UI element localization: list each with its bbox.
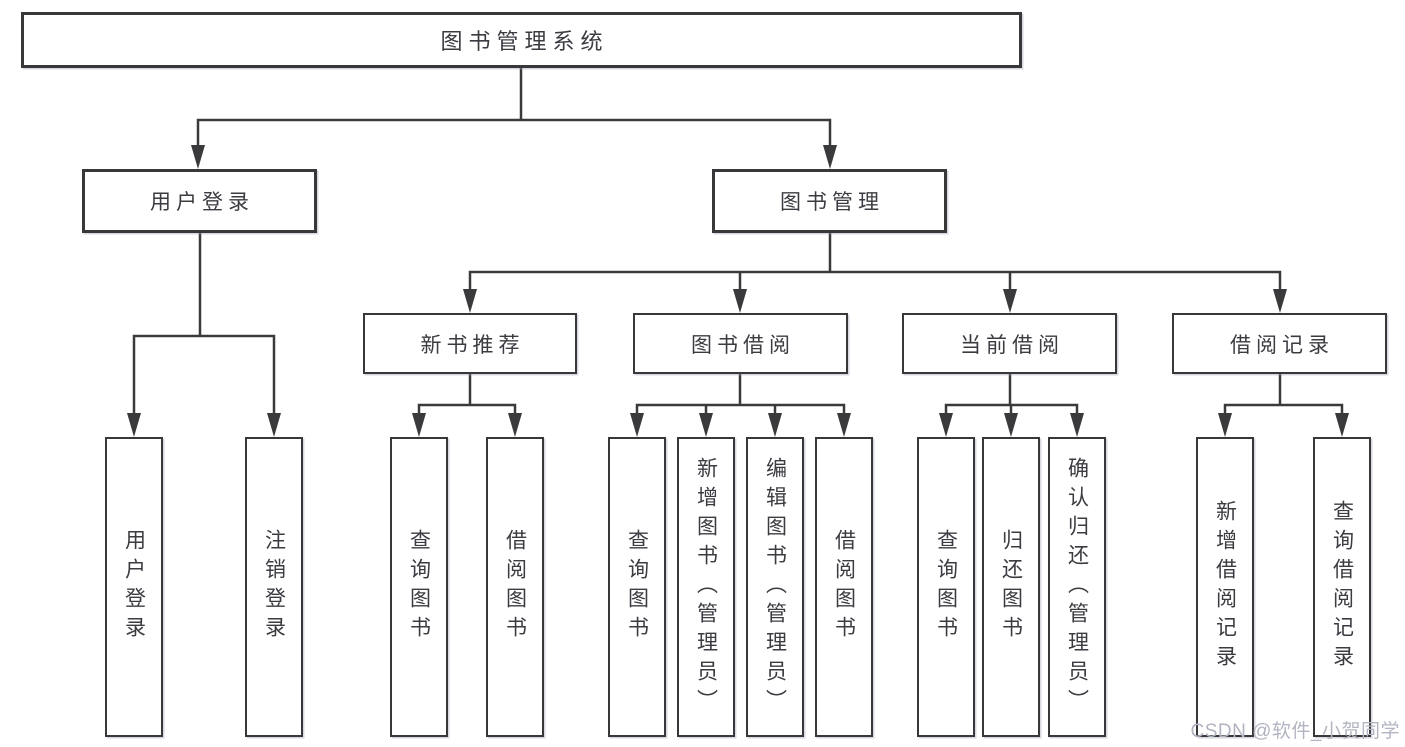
node-label: 查询借阅记录 bbox=[1330, 500, 1354, 674]
node-label: 新增图书（管理员） bbox=[694, 456, 718, 718]
leaf-add-borrow-record: 新增借阅记录 bbox=[1196, 437, 1254, 737]
node-root: 图书管理系统 bbox=[21, 12, 1022, 68]
node-label: 查询图书 bbox=[934, 529, 958, 645]
node-current-borrow: 当前借阅 bbox=[902, 313, 1117, 374]
node-label: 借阅图书 bbox=[503, 529, 527, 645]
connector-book-management-branch bbox=[468, 229, 1282, 296]
node-label: 当前借阅 bbox=[960, 333, 1064, 357]
node-new-book-recommend: 新书推荐 bbox=[363, 313, 577, 374]
node-label: 图书管理系统 bbox=[440, 29, 609, 54]
node-label: 编辑图书（管理员） bbox=[763, 456, 787, 718]
leaf-edit-books-admin: 编辑图书（管理员） bbox=[746, 437, 804, 737]
connector-records-branch bbox=[1223, 370, 1344, 420]
node-book-management: 图书管理 bbox=[712, 169, 947, 233]
node-label: 图书管理 bbox=[780, 191, 884, 214]
leaf-logout: 注销登录 bbox=[245, 437, 303, 737]
connector-user-login-branch bbox=[132, 229, 276, 420]
node-label: 确认归还（管理员） bbox=[1065, 456, 1089, 718]
node-label: 用户登录 bbox=[122, 529, 146, 645]
node-label: 借阅图书 bbox=[832, 529, 856, 645]
node-label: 图书借阅 bbox=[691, 333, 795, 357]
node-label: 新书推荐 bbox=[420, 333, 525, 357]
leaf-query-borrow-record: 查询借阅记录 bbox=[1313, 437, 1371, 737]
node-user-login: 用户登录 bbox=[82, 169, 317, 233]
node-book-borrow: 图书借阅 bbox=[633, 313, 848, 374]
node-label: 注销登录 bbox=[262, 529, 286, 645]
node-label: 查询图书 bbox=[625, 529, 649, 645]
node-label: 借阅记录 bbox=[1230, 333, 1334, 357]
connector-recommend-branch bbox=[417, 370, 517, 420]
leaf-borrow-books-recommend: 借阅图书 bbox=[486, 437, 544, 737]
leaf-query-books-recommend: 查询图书 bbox=[390, 437, 448, 737]
connector-borrow-branch bbox=[635, 370, 846, 420]
leaf-query-books-current: 查询图书 bbox=[917, 437, 975, 737]
leaf-borrow-books: 借阅图书 bbox=[815, 437, 873, 737]
node-label: 归还图书 bbox=[999, 529, 1023, 645]
leaf-query-books-borrow: 查询图书 bbox=[608, 437, 666, 737]
node-borrow-records: 借阅记录 bbox=[1172, 313, 1387, 374]
node-label: 用户登录 bbox=[150, 191, 254, 214]
leaf-add-books-admin: 新增图书（管理员） bbox=[677, 437, 735, 737]
connector-root-to-level2 bbox=[196, 64, 832, 152]
node-label: 查询图书 bbox=[407, 529, 431, 645]
leaf-user-login: 用户登录 bbox=[105, 437, 163, 737]
connector-current-branch bbox=[944, 370, 1079, 420]
leaf-confirm-return-admin: 确认归还（管理员） bbox=[1048, 437, 1106, 737]
csdn-watermark: CSDN @软件_小贺同学 bbox=[1190, 721, 1400, 742]
node-label: 新增借阅记录 bbox=[1213, 500, 1237, 674]
leaf-return-books: 归还图书 bbox=[982, 437, 1040, 737]
